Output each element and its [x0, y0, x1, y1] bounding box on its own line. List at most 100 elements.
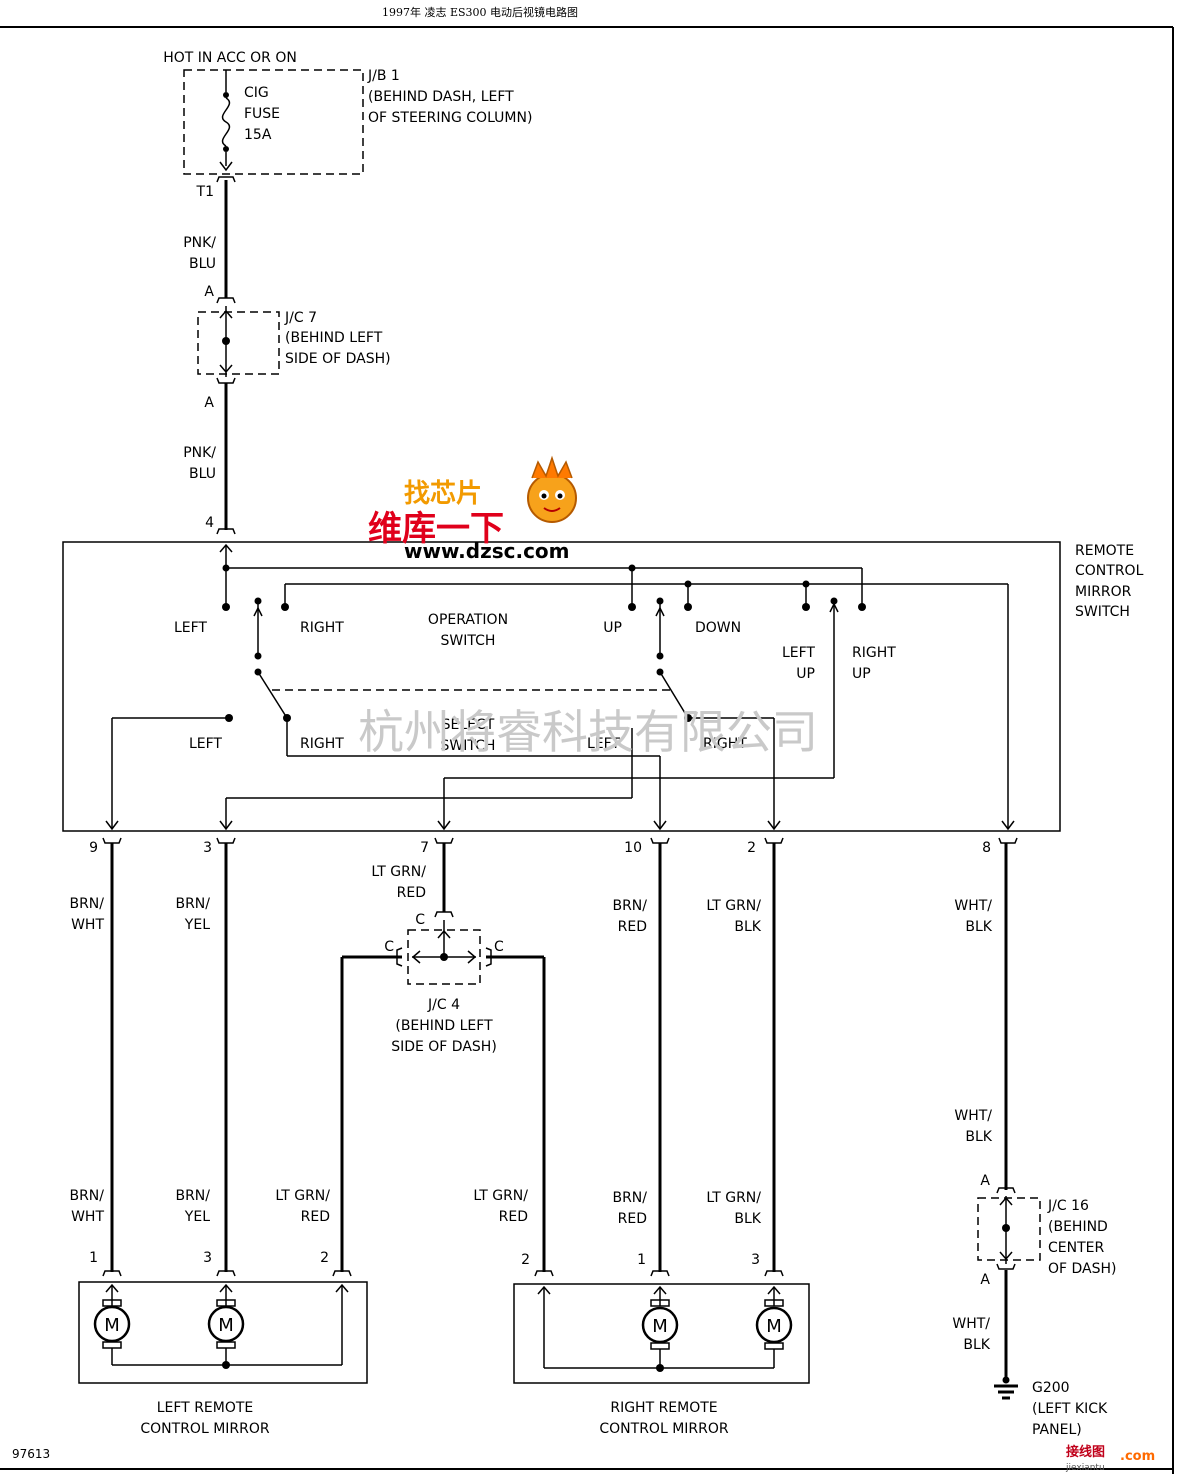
left-motor-1-symbol: M: [104, 1315, 120, 1336]
op-right-up-label-2: UP: [852, 666, 871, 682]
left-mirror-label-2: CONTROL MIRROR: [140, 1421, 269, 1437]
switch-pin-9: 9: [89, 840, 98, 856]
op-left-up-label-2: UP: [796, 666, 815, 682]
sel-right-2-label: RIGHT: [703, 736, 747, 752]
jb1-label-line2: (BEHIND DASH, LEFT: [368, 89, 514, 105]
jc16-label-line2: (BEHIND: [1048, 1219, 1108, 1235]
jc16-junction: A A J/C 16 (BEHIND CENTER OF DASH): [977, 1173, 1117, 1288]
logo-top-text: 找芯片: [404, 479, 482, 509]
w3-label-2: YEL: [184, 917, 210, 933]
switch-title-line3: MIRROR: [1075, 584, 1132, 600]
op-up-label: UP: [603, 620, 622, 636]
operation-switch-label-1: OPERATION: [428, 612, 508, 628]
jc4-junction: C C C J/C 4 (BEHIND LEFT SIDE OF DASH): [384, 911, 504, 1055]
jc4-pin-right: C: [494, 939, 504, 955]
sel-right-1-label: RIGHT: [300, 736, 344, 752]
left-mirror-label-1: LEFT REMOTE: [157, 1400, 254, 1416]
switch-title-line2: CONTROL: [1075, 563, 1144, 579]
rm2-label-2: RED: [499, 1209, 528, 1225]
w8-label-2: BLK: [965, 919, 992, 935]
switch-pin-3: 3: [203, 840, 212, 856]
switch-pin-10: 10: [624, 840, 642, 856]
select-switch-label-2: SWITCH: [441, 738, 496, 754]
jc7-label-line1: J/C 7: [284, 310, 317, 326]
switch-pin-4: 4: [205, 515, 214, 531]
right-motor-2-symbol: M: [766, 1316, 782, 1337]
jc4-label-line3: SIDE OF DASH): [391, 1039, 497, 1055]
switch-output-pins: 9 3 7 10 2 8: [89, 837, 1018, 856]
lm2-label-2: RED: [301, 1209, 330, 1225]
left-mirror-pin-1: 1: [89, 1250, 98, 1266]
ground-location-1: (LEFT KICK: [1032, 1401, 1108, 1417]
select-switch-label-1: SELECT: [442, 717, 495, 733]
jc4-label-line1: J/C 4: [427, 997, 460, 1013]
right-motor-1-symbol: M: [652, 1316, 668, 1337]
left-remote-mirror: 1 3 2 M M LEFT REMOTE CONTROL MIRROR: [78, 1250, 368, 1437]
mirror-switch: REMOTE CONTROL MIRROR SWITCH: [62, 541, 1144, 832]
wire-label-supply2-b: BLU: [189, 466, 216, 482]
switch-title-line1: REMOTE: [1075, 543, 1134, 559]
op-right-label: RIGHT: [300, 620, 344, 636]
w7-label-1: LT GRN/: [371, 864, 426, 880]
w10-label-1: BRN/: [612, 898, 647, 914]
diagram-title: 1997年 凌志 ES300 电动后视镜电路图: [382, 5, 578, 19]
w10-label-2: RED: [618, 919, 647, 935]
jc7-pin-bottom: A: [204, 395, 214, 411]
ground-name: G200: [1032, 1380, 1070, 1396]
right-mirror-pin-1: 1: [637, 1252, 646, 1268]
switch-pin-8: 8: [982, 840, 991, 856]
left-motor-2-symbol: M: [218, 1315, 234, 1336]
rm2-label-1: LT GRN/: [473, 1188, 528, 1204]
right-mirror-label-2: CONTROL MIRROR: [599, 1421, 728, 1437]
op-left-up-label-1: LEFT: [782, 645, 815, 661]
fuse-name: CIG: [244, 85, 269, 101]
fuse-block: HOT IN ACC OR ON CIG FUSE 15A J/B 1 (BEH…: [163, 50, 532, 200]
jc16-pin-top: A: [980, 1173, 990, 1189]
corner-brand-dot: .com: [1120, 1449, 1155, 1464]
w8c-label-1: WHT/: [952, 1316, 990, 1332]
lm3-label-2: YEL: [184, 1209, 210, 1225]
lm2-label-1: LT GRN/: [275, 1188, 330, 1204]
jc7-label-line3: SIDE OF DASH): [285, 351, 391, 367]
switch-title-line4: SWITCH: [1075, 604, 1130, 620]
company-watermark: 杭州将睿科技有限公司: [358, 705, 818, 759]
ground-location-2: PANEL): [1032, 1422, 1082, 1438]
jc16-pin-bottom: A: [980, 1272, 990, 1288]
op-down-label: DOWN: [695, 620, 741, 636]
corner-brand: 接线图 .com jiexiantu: [1065, 1444, 1155, 1473]
rm3-label-1: LT GRN/: [706, 1190, 761, 1206]
figure-number: 97613: [12, 1447, 50, 1461]
op-right-up-label-1: RIGHT: [852, 645, 896, 661]
w8c-label-2: BLK: [963, 1337, 990, 1353]
wire-label-supply1-a: PNK/: [183, 235, 216, 251]
corner-brand-text: 接线图: [1066, 1444, 1105, 1460]
lm3-label-1: BRN/: [175, 1188, 210, 1204]
left-mirror-pin-3: 3: [203, 1250, 212, 1266]
wire-label-supply2-a: PNK/: [183, 445, 216, 461]
right-mirror-pin-2: 2: [521, 1252, 530, 1268]
jc4-pin-top: C: [415, 912, 425, 928]
jc16-label-line1: J/C 16: [1047, 1198, 1089, 1214]
jb1-label-line1: J/B 1: [367, 68, 400, 84]
w8-label-1: WHT/: [954, 898, 992, 914]
w9-label-2: WHT: [71, 917, 104, 933]
outer-frame: [0, 26, 1174, 1474]
w2-label-1: LT GRN/: [706, 898, 761, 914]
w7-label-2: RED: [397, 885, 426, 901]
fuse-type: FUSE: [244, 106, 280, 122]
ground-g200: G200 (LEFT KICK PANEL): [994, 1376, 1108, 1438]
rm3-label-2: BLK: [734, 1211, 761, 1227]
wire-labels-upper: BRN/ WHT BRN/ YEL LT GRN/ RED BRN/ RED L…: [69, 864, 992, 935]
lm1-label-2: WHT: [71, 1209, 104, 1225]
jc16-label-line4: OF DASH): [1048, 1261, 1117, 1277]
wire-label-supply1-b: BLU: [189, 256, 216, 272]
harness-wires: [110, 843, 1008, 1380]
w8b-label-1: WHT/: [954, 1108, 992, 1124]
jc7-label-line2: (BEHIND LEFT: [285, 330, 383, 346]
jb1-label-line3: OF STEERING COLUMN): [368, 110, 532, 126]
w2-label-2: BLK: [734, 919, 761, 935]
jc7-pin-top: A: [204, 284, 214, 300]
op-left-label: LEFT: [174, 620, 207, 636]
wire-labels-lower: BRN/ WHT BRN/ YEL LT GRN/ RED LT GRN/ RE…: [69, 1188, 761, 1227]
